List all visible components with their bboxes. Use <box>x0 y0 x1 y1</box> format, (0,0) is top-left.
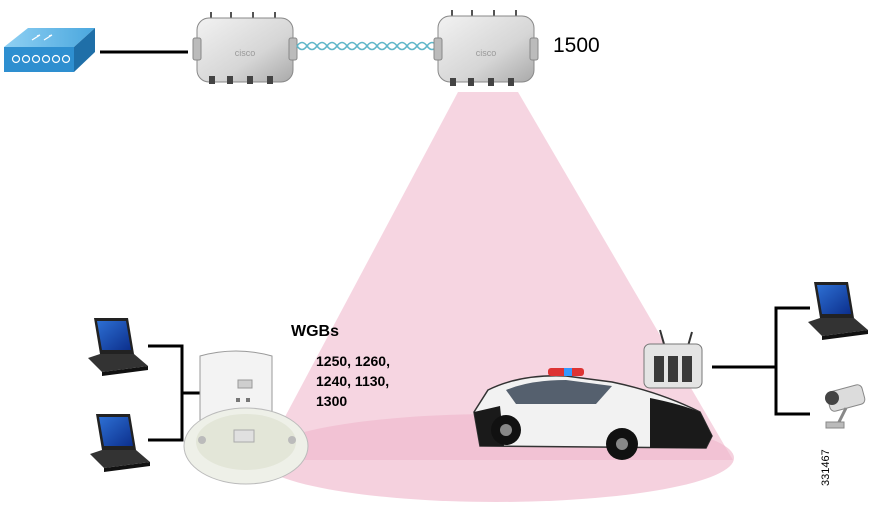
mesh-ap-icon: cisco <box>433 10 539 86</box>
vehicle-wgb-icon <box>643 329 703 389</box>
laptop-icon <box>808 282 868 340</box>
mesh-ap-model-label: 1500 <box>553 34 600 57</box>
network-switch-icon <box>4 28 95 72</box>
client-wired-bracket-right <box>712 306 810 416</box>
wgbs-title: WGBs <box>291 323 339 340</box>
wgb-models-line: 1240, 1130, <box>316 373 390 389</box>
svg-text:cisco: cisco <box>235 48 256 58</box>
security-camera-icon <box>825 384 866 429</box>
wgb-models-label: 1250, 1260, 1240, 1130, 1300 <box>316 351 436 411</box>
svg-text:cisco: cisco <box>476 48 497 58</box>
wgb-models-line: 1300 <box>316 393 348 409</box>
police-car-icon <box>473 368 713 460</box>
wgb-models-line: 1250, 1260, <box>316 353 390 369</box>
root-ap-icon: cisco <box>192 12 298 84</box>
laptop-icon <box>90 414 150 472</box>
coverage-cone <box>262 92 733 460</box>
wgb-access-point-icon <box>183 350 309 485</box>
laptop-icon <box>88 318 148 376</box>
wireless-mesh-link <box>296 41 438 51</box>
figure-id-label: 331467 <box>820 449 832 486</box>
